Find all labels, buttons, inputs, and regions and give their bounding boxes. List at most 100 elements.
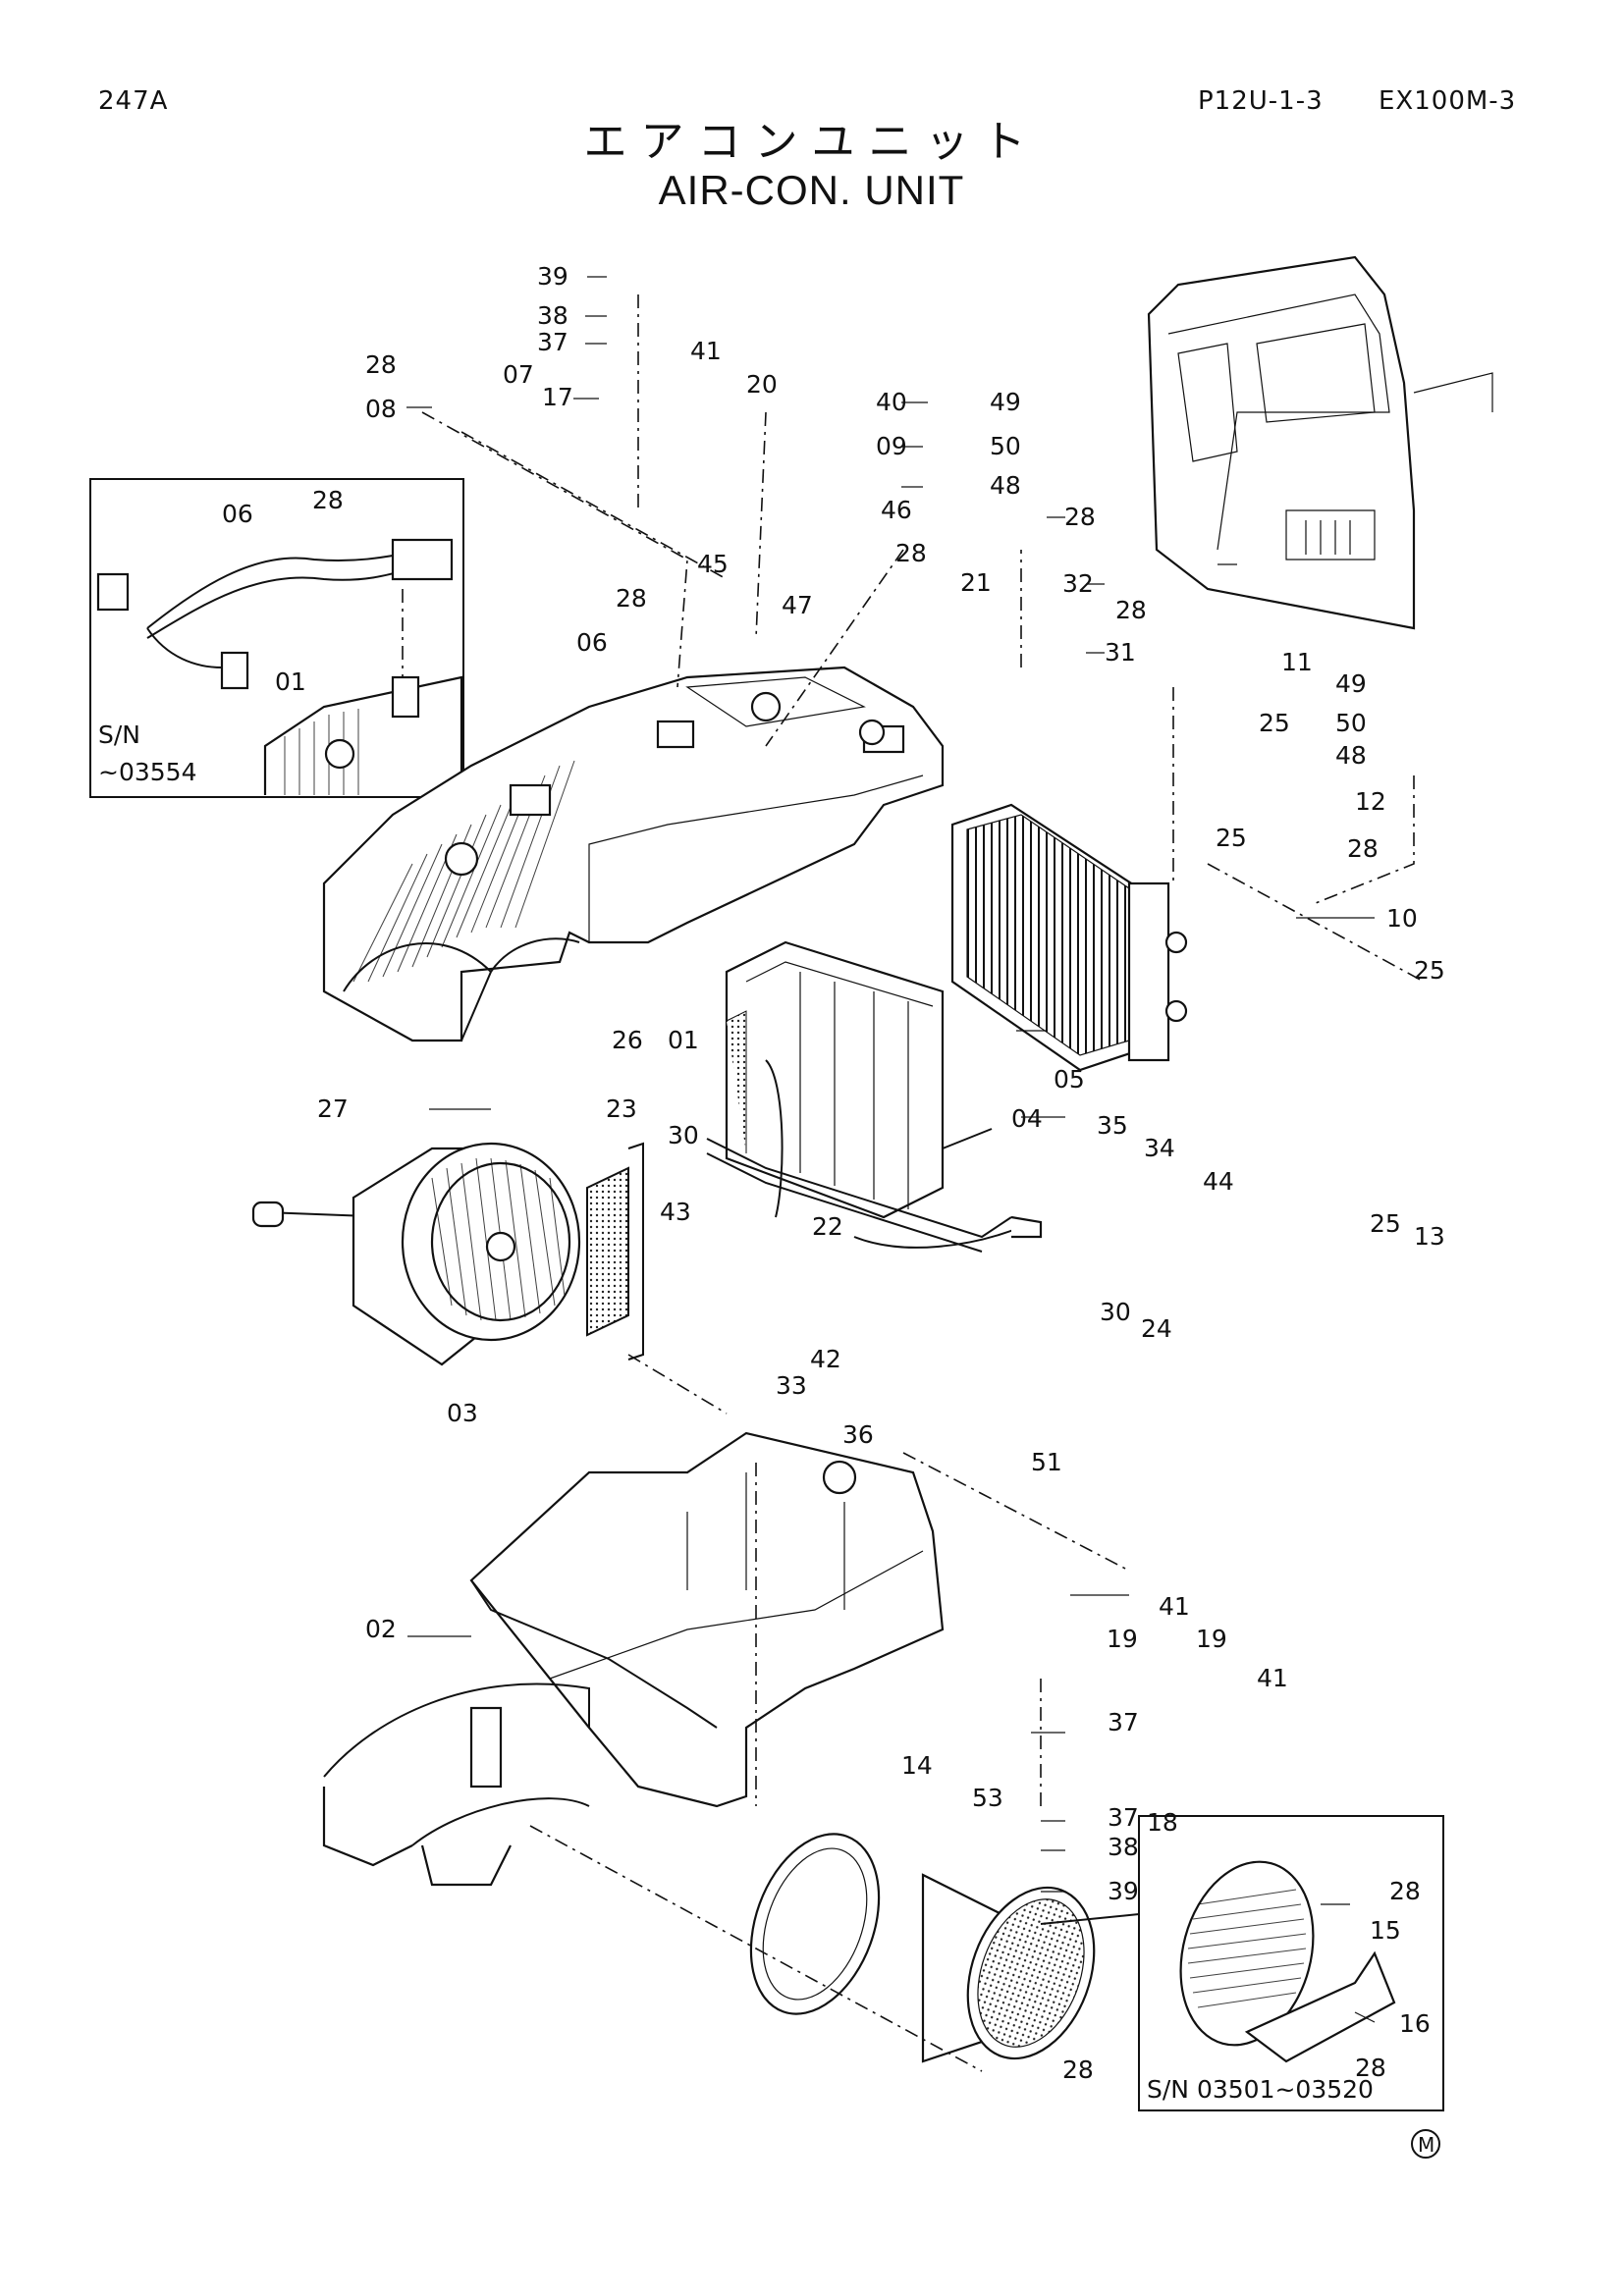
reference-code: P12U-1-3 [1198,86,1324,116]
callout: 01 [668,1026,699,1054]
heater-core [950,803,1188,1072]
serial-range-upper-value: ~03554 [98,758,196,786]
callout: 17 [542,383,573,411]
callout: 32 [1062,569,1094,598]
lower-case [322,1431,945,1887]
callout: 48 [1335,741,1367,770]
callout: 01 [275,667,306,696]
callout: 25 [1259,709,1290,737]
m-mark: M [1411,2129,1440,2159]
callout: 08 [365,395,397,423]
callout: 50 [1335,709,1367,737]
callout: 25 [1216,824,1247,852]
title-english: AIR-CON. UNIT [658,167,965,213]
callout: 30 [668,1121,699,1149]
callout: 38 [1108,1833,1139,1861]
callout: 51 [1031,1448,1062,1476]
callout: 43 [660,1198,691,1226]
callout: 10 [1386,904,1418,933]
callout: 28 [1064,503,1096,531]
callout: 06 [222,500,253,528]
callout: 12 [1355,787,1386,816]
serial-range-lower: S/N 03501~03520 [1147,2075,1374,2104]
callout: 03 [447,1399,478,1427]
callout: 24 [1141,1314,1172,1343]
callout: 25 [1370,1209,1401,1238]
callout: 26 [612,1026,643,1054]
callout: 50 [990,432,1021,460]
callout: 49 [990,388,1021,416]
serial-range-upper: S/N [98,721,140,749]
callout: 37 [1108,1803,1139,1832]
assembly-lines [421,294,1425,2072]
callout: 40 [876,388,907,416]
blower-fan [251,1142,581,1366]
callout: 41 [1257,1664,1288,1692]
callout: 28 [312,486,344,514]
callout: 45 [697,550,729,578]
duct-rings [749,1833,1096,2063]
model-number: EX100M-3 [1379,86,1517,116]
callout: 53 [972,1784,1003,1812]
callout: 30 [1100,1298,1131,1326]
callout: 48 [990,471,1021,500]
callout: 06 [576,628,608,657]
callout: 13 [1414,1222,1445,1251]
upper-case [322,666,945,1042]
evaporator [706,940,1043,1253]
svg-text:M: M [1418,2133,1434,2157]
callout: 28 [616,584,647,613]
callout: 05 [1054,1065,1085,1094]
callout: 34 [1144,1134,1175,1162]
callout: 14 [901,1751,933,1780]
callout: 02 [365,1615,397,1643]
callout: 31 [1105,638,1136,667]
callout: 19 [1196,1625,1227,1653]
callout: 49 [1335,669,1367,698]
callout: 28 [1062,2056,1094,2084]
callout: 42 [810,1345,841,1373]
callout: 11 [1281,648,1313,676]
lower-inset [1138,1815,1444,2111]
callout: 36 [842,1420,874,1449]
callout: 33 [776,1371,807,1400]
callout: 39 [1108,1877,1139,1905]
callout: 28 [1389,1877,1421,1905]
callout: 39 [537,262,568,291]
callout: 47 [782,591,813,619]
callout: 23 [606,1095,637,1123]
callout: 44 [1203,1167,1234,1196]
cab-illustration [1147,255,1493,630]
callout: 28 [1347,834,1379,863]
callout: 16 [1399,2009,1431,2038]
callout: 09 [876,432,907,460]
callout: 28 [365,350,397,379]
page-code: 247A [98,86,169,116]
callout: 28 [895,539,927,567]
callout: 28 [1355,2054,1386,2082]
callout: 46 [881,496,912,524]
upper-inset [89,478,464,798]
callout: 27 [317,1095,349,1123]
callout: 15 [1370,1916,1401,1945]
callout: 18 [1147,1808,1178,1837]
callout: 41 [1159,1592,1190,1621]
filter [586,1142,644,1361]
callout: 22 [812,1212,843,1241]
callout: 28 [1115,596,1147,624]
callout: 37 [537,328,568,356]
callout-labels: 39 38 37 28 08 07 17 41 20 40 49 09 50 4… [98,262,1445,2104]
callout: 25 [1414,956,1445,985]
callout: 19 [1107,1625,1138,1653]
callout: 04 [1011,1104,1043,1133]
callout: 20 [746,370,778,399]
callout: 38 [537,301,568,330]
callout: 07 [503,360,534,389]
callout: 21 [960,568,992,597]
callout: 41 [690,337,722,365]
callout: 37 [1108,1708,1139,1736]
leader-lines [406,276,1376,2023]
title-japanese: エアコンユニット [583,117,1040,167]
callout: 35 [1097,1111,1128,1140]
